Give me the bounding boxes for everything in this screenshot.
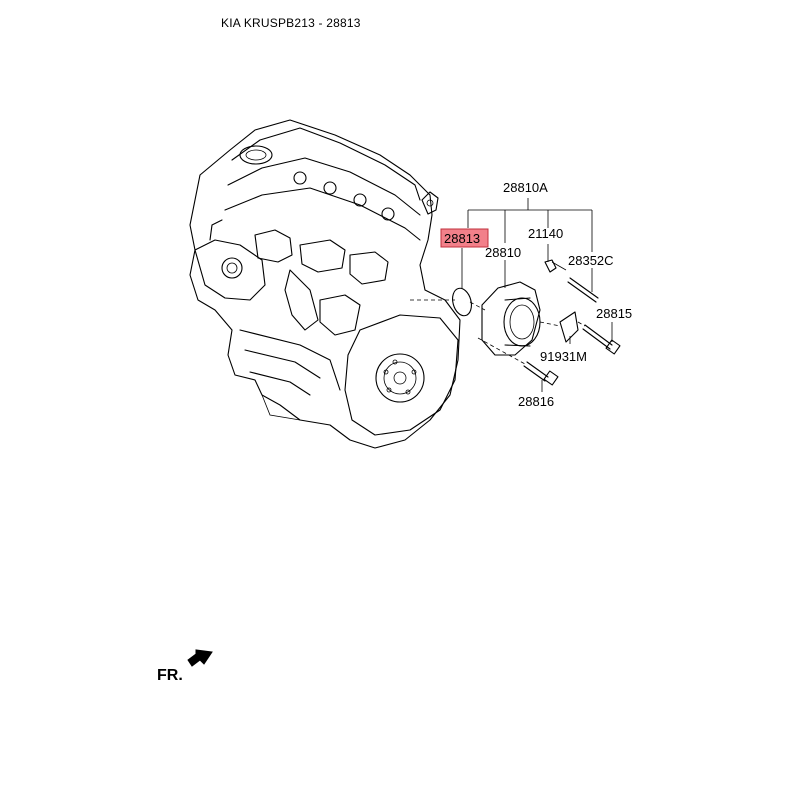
- page-title: KIA KRUSPB213 - 28813: [221, 16, 361, 30]
- front-orientation-marker: FR.: [157, 649, 213, 684]
- part-label-28810a: 28810A: [503, 180, 548, 195]
- vacuum-pump-assembly: [410, 259, 621, 386]
- callout-leaders: [461, 198, 613, 392]
- o-ring-shape: [452, 287, 472, 317]
- part-label-21140: 21140: [528, 226, 563, 241]
- part-label-28352c: 28352C: [568, 253, 614, 268]
- front-arrow-icon: [187, 649, 213, 667]
- part-label-28816: 28816: [518, 394, 554, 409]
- part-label-28813[interactable]: 28813: [444, 231, 480, 246]
- part-label-91931m: 91931M: [540, 349, 587, 364]
- part-label-28810: 28810: [485, 245, 521, 260]
- front-label: FR.: [157, 667, 183, 684]
- engine-block: [189, 119, 461, 449]
- part-label-28815: 28815: [596, 306, 632, 321]
- highlight-box: [440, 228, 489, 248]
